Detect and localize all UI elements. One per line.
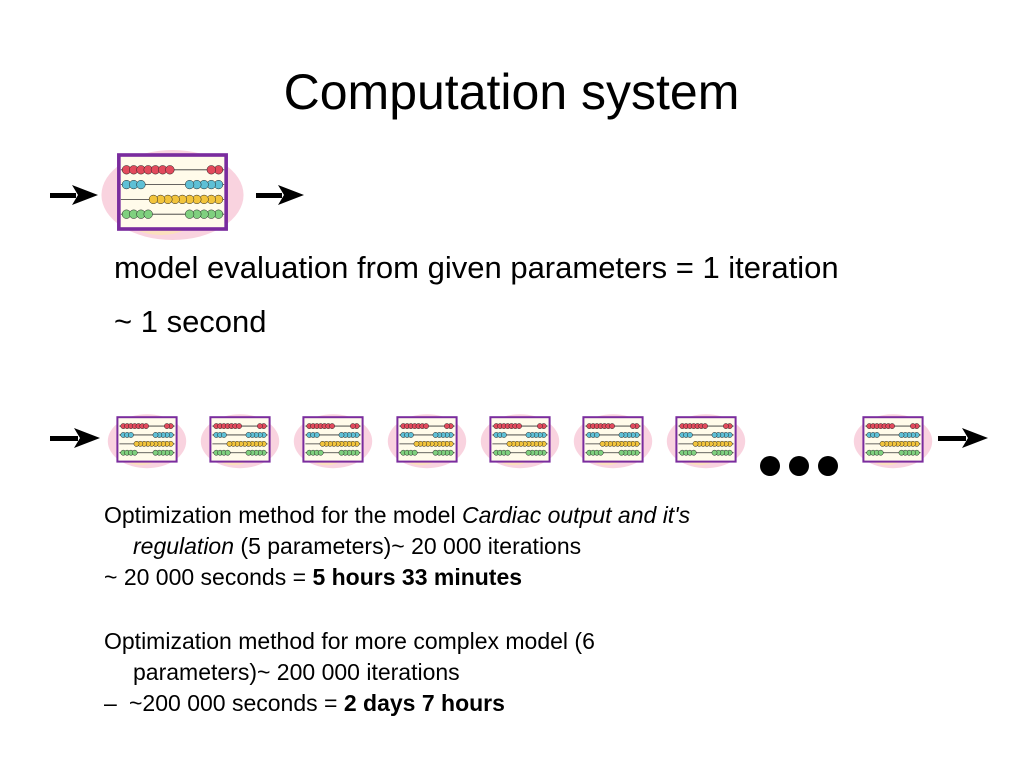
optimization-block-2: Optimization method for more complex mod… [104, 626, 924, 719]
abacus-icon [666, 414, 746, 469]
model-name: Cardiac output and it's [461, 502, 691, 528]
input-arrow-icon [50, 185, 98, 205]
block2-line3-text: ~200 000 seconds = [129, 690, 344, 716]
chain-input-arrow-icon [50, 428, 100, 448]
slide-title: Computation system [283, 64, 740, 120]
abacus-icon [200, 414, 280, 469]
abacus-icon [573, 414, 653, 469]
block1-line1-text: Optimization method for the model [104, 502, 462, 528]
abacus-icon [107, 414, 187, 469]
abacus-icon [853, 414, 933, 469]
model-name-cont: regulation [133, 533, 235, 559]
abacus-icon [387, 414, 467, 469]
block1-line3-text: ~ 20 000 seconds = [104, 564, 313, 590]
optimization-block-1: Optimization method for the model Cardia… [104, 500, 924, 593]
three-dots-icon [758, 452, 840, 478]
output-arrow-icon [256, 185, 304, 205]
block2-duration: 2 days 7 hours [343, 690, 505, 716]
abacus-icon [480, 414, 560, 469]
iteration-caption: model evaluation from given parameters =… [114, 250, 839, 285]
block1-line2-text: (5 parameters)~ 20 000 iterations [234, 533, 582, 559]
abacus-icon [101, 150, 244, 240]
iteration-time: ~ 1 second [114, 304, 267, 339]
abacus-icon [293, 414, 373, 469]
bullet-dash: – [104, 690, 117, 716]
block2-line2-text: parameters)~ 200 000 iterations [133, 659, 460, 685]
chain-output-arrow-icon [938, 428, 988, 448]
block1-duration: 5 hours 33 minutes [312, 564, 523, 590]
block2-line1-text: Optimization method for more complex mod… [104, 628, 595, 654]
